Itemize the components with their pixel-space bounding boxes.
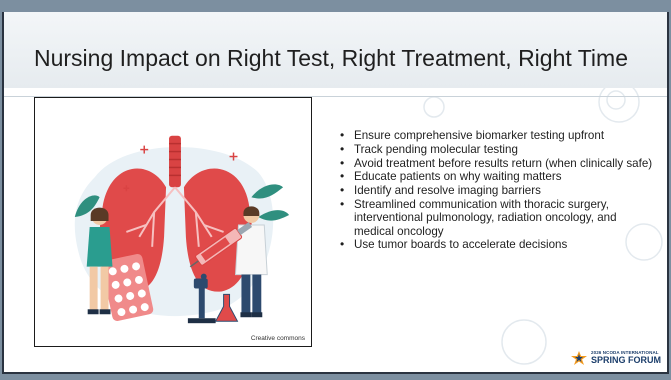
logo-star-icon [570, 351, 587, 365]
bullet-item: Ensure comprehensive biomarker testing u… [338, 129, 658, 143]
slide: Nursing Impact on Right Test, Right Trea… [2, 12, 669, 374]
bullet-item: Avoid treatment before results return (w… [338, 157, 658, 171]
title-band [4, 12, 667, 88]
bullet-item: Educate patients on why waiting matters [338, 170, 658, 184]
logo-line2: SPRING FORUM [590, 355, 661, 366]
bullet-item: Streamlined communication with thoracic … [338, 198, 658, 238]
bullet-item: Use tumor boards to accelerate decisions [338, 238, 658, 252]
slide-title: Nursing Impact on Right Test, Right Trea… [34, 45, 628, 71]
image-credit: Creative commons [250, 335, 305, 342]
logo-line1: 2026 NCODA INTERNATIONAL [590, 349, 659, 355]
lung-illustration-frame: Creative commons [34, 97, 312, 347]
spring-forum-logo: 2026 NCODA INTERNATIONAL SPRING FORUM [570, 350, 661, 366]
bullet-list: Ensure comprehensive biomarker testing u… [338, 129, 658, 252]
bullet-item: Track pending molecular testing [338, 143, 658, 157]
title-divider [4, 96, 667, 97]
bullet-item: Identify and resolve imaging barriers [338, 184, 658, 198]
lung-illustration [35, 98, 311, 346]
